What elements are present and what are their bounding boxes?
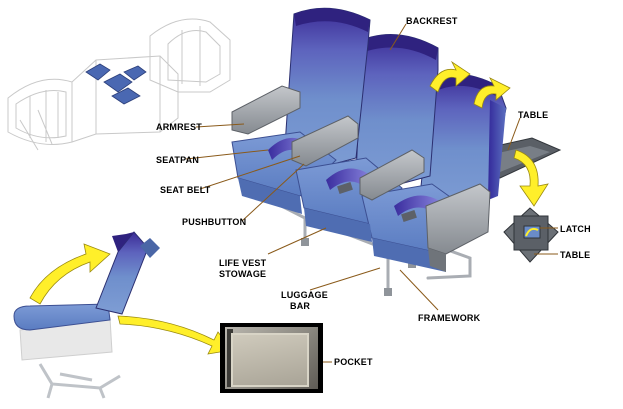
seat-middle [355, 34, 439, 193]
leader-pushbutton [241, 163, 305, 222]
armrest-front-1 [291, 115, 359, 167]
arrow-to-pocket [117, 315, 233, 355]
cabin-outline-sketch [7, 18, 231, 151]
armrest-front-2 [359, 149, 425, 201]
label-life-vest-line2: STOWAGE [219, 269, 267, 279]
label-table-detail: TABLE [560, 250, 591, 260]
label-luggage-line2: BAR [290, 301, 311, 311]
label-luggage-line1: LUGGAGE [281, 290, 328, 300]
recline-arrows [29, 60, 549, 355]
leader-table-top [507, 117, 521, 151]
arrow-backrest-recline-2 [473, 77, 511, 109]
armrest-left-outer [231, 85, 301, 135]
leader-armrest [195, 123, 245, 128]
leader-seatpan [185, 149, 269, 160]
leader-backrest [389, 23, 407, 51]
leader-framework [399, 269, 439, 311]
label-pocket: POCKET [334, 357, 373, 367]
leader-life-vest [267, 227, 327, 255]
label-table-top: TABLE [518, 110, 549, 120]
pocket-image [231, 333, 309, 387]
arrow-seat-recline-side [29, 243, 111, 305]
floor-panel-sketch [85, 63, 147, 105]
label-backrest: BACKREST [406, 16, 458, 26]
label-seat-belt: SEAT BELT [160, 185, 211, 195]
label-life-vest-line1: LIFE VEST [219, 258, 267, 268]
leader-seat-belt [199, 155, 301, 190]
label-armrest: ARMREST [156, 122, 202, 132]
label-latch: LATCH [560, 224, 591, 234]
label-seatpan: SEATPAN [156, 155, 200, 165]
seat-right [419, 73, 507, 211]
side-view-seat [13, 231, 160, 399]
arrow-table-deploy [513, 149, 549, 207]
label-framework: FRAMEWORK [418, 313, 481, 323]
arrow-backrest-recline [429, 60, 471, 93]
label-pushbutton: PUSHBUTTON [182, 217, 247, 227]
leader-luggage-bar [309, 267, 381, 291]
leader-lines [185, 23, 558, 363]
seat-pocket-photo [220, 323, 323, 393]
table-latch-detail [503, 207, 559, 263]
